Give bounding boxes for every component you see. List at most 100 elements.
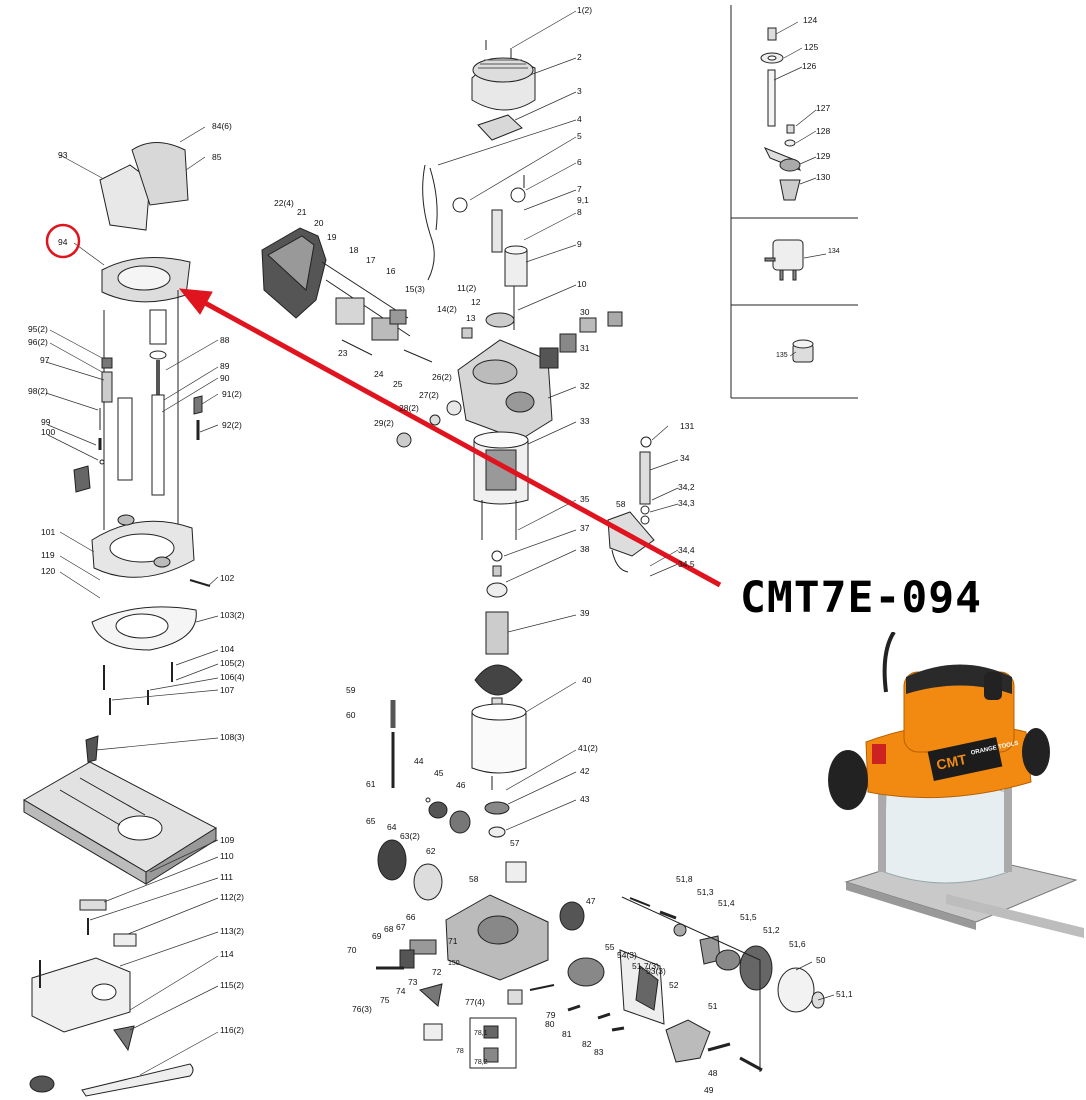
part-label: 83 [594, 1047, 604, 1057]
part-label: 63(2) [400, 831, 420, 841]
part-label: 34,4 [678, 545, 695, 555]
part-label: 101 [41, 527, 56, 537]
part-label: 109 [220, 835, 235, 845]
part-label: 84(6) [212, 121, 232, 131]
part-label: 135 [776, 352, 788, 359]
part-label: 57 [510, 838, 520, 848]
part-label: 119 [41, 550, 55, 560]
part-label: 92(2) [222, 420, 242, 430]
part-label: 110 [220, 851, 234, 861]
parallel-guide [23, 735, 218, 1097]
part-label: 106(4) [220, 672, 245, 682]
part-label: 17 [366, 255, 376, 265]
part-label: 38 [580, 544, 590, 554]
part-label: 2 [577, 52, 582, 62]
part-label: 85 [212, 152, 222, 162]
part-label: 114 [220, 949, 234, 959]
part-label: 120 [41, 566, 56, 576]
leader-lines [45, 10, 835, 1076]
part-label: 97 [40, 355, 50, 365]
part-label: 51,2 [763, 925, 780, 935]
part-label: 70 [347, 945, 357, 955]
part-label: 27(2) [419, 390, 439, 400]
part-label: 22(4) [274, 198, 294, 208]
part-label: 124 [803, 15, 818, 25]
part-label: 74 [396, 986, 406, 996]
part-label: 34,3 [678, 498, 695, 508]
part-label: 88 [220, 335, 230, 345]
inset-frame [730, 5, 858, 399]
part-label: 89 [220, 361, 230, 371]
part-label: 29(2) [374, 418, 394, 428]
part-label: 15(3) [405, 284, 425, 294]
part-label: 32 [580, 381, 590, 391]
part-label: 8 [577, 207, 582, 217]
part-label: 93 [58, 150, 68, 160]
part-label: 51,3 [697, 887, 714, 897]
part-label: 30 [580, 307, 590, 317]
part-label: 37 [580, 523, 590, 533]
part-label: 51,4 [718, 898, 735, 908]
part-label: 111 [220, 872, 233, 882]
part-label: 16 [386, 266, 396, 276]
lower-gearbox [376, 700, 625, 1069]
motor-stator-armature [471, 431, 529, 838]
part-label: 48 [708, 1068, 718, 1078]
turret-and-base [73, 142, 211, 715]
part-label: 28(2) [399, 403, 419, 413]
inset-nut [792, 339, 814, 363]
part-label: 51,5 [740, 912, 757, 922]
part-label: 10 [577, 279, 587, 289]
part-label: 33 [580, 416, 590, 426]
part-label: 51 [708, 1001, 718, 1011]
part-label: 94 [58, 237, 68, 247]
part-label: 98(2) [28, 386, 48, 396]
part-label: 23 [338, 348, 348, 358]
part-label: 62 [426, 846, 436, 856]
part-label: 102 [220, 573, 235, 583]
part-label: 53(3) [646, 966, 666, 976]
part-label: 115(2) [220, 980, 244, 990]
part-label: 75 [380, 995, 390, 1005]
part-label: 80 [545, 1019, 555, 1029]
spindle [607, 436, 655, 573]
model-code-title: CMT7E-094 [740, 573, 982, 623]
part-label: 41(2) [578, 743, 598, 753]
part-label: 112(2) [220, 892, 244, 902]
switch-assembly [261, 227, 433, 363]
part-label: 34 [680, 453, 690, 463]
part-label: 108(3) [220, 732, 245, 742]
part-label: 43 [580, 794, 590, 804]
part-label: 4 [577, 114, 582, 124]
part-label: 59 [346, 685, 356, 695]
part-label: 18 [349, 245, 359, 255]
part-label: 100 [41, 427, 56, 437]
part-label: 128 [816, 126, 831, 136]
part-label: 19 [327, 232, 337, 242]
part-label: 46 [456, 780, 466, 790]
part-label: 42 [580, 766, 590, 776]
brand-badge: CMT [935, 751, 968, 773]
part-label: 113(2) [220, 926, 244, 936]
part-label: 40 [582, 675, 592, 685]
part-label: 65 [366, 816, 376, 826]
part-label: 55 [605, 942, 615, 952]
part-label: 107 [220, 685, 235, 695]
depth-lock-assembly [567, 896, 825, 1072]
part-label: 78,2 [474, 1059, 488, 1066]
part-label: 134 [828, 248, 840, 255]
part-label: 9,1 [577, 195, 589, 205]
part-label: 105(2) [220, 658, 245, 668]
part-label: 25 [393, 379, 403, 389]
part-label: 24 [374, 369, 384, 379]
part-label: 3 [577, 86, 582, 96]
inset-adjuster-parts [760, 27, 802, 201]
part-label: 13 [466, 313, 476, 323]
part-label: 20 [314, 218, 324, 228]
part-label: 66 [406, 912, 416, 922]
part-label: 126 [802, 61, 817, 71]
part-label: 82 [582, 1039, 592, 1049]
part-label: 31 [580, 343, 590, 353]
